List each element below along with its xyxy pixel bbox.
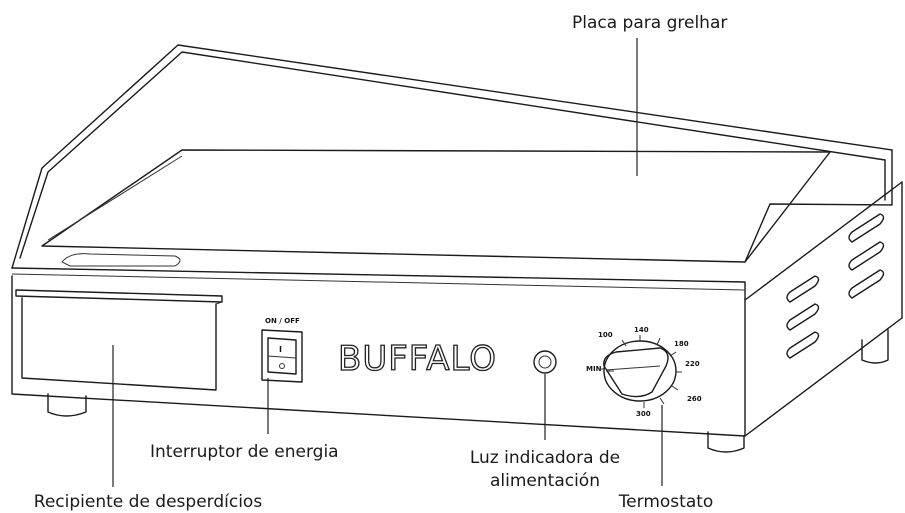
label-indicator-light-line2: alimentación [490, 471, 600, 491]
svg-text:I: I [279, 345, 282, 354]
indicator-light [533, 350, 557, 374]
power-switch: ON / OFF I [261, 317, 303, 383]
thermostat-mark-100: 100 [598, 331, 613, 339]
thermostat-min-label: MIN [586, 365, 602, 373]
side-vents [786, 213, 885, 359]
brand-logo: BUFFALO [338, 339, 497, 379]
thermostat-dial: MIN 100 140 180 220 260 300 [586, 326, 702, 418]
label-thermostat: Termostato [618, 492, 714, 512]
thermostat-mark-260: 260 [687, 395, 702, 403]
label-power-switch: Interruptor de energia [150, 442, 339, 462]
label-griddle-plate: Placa para grelhar [572, 13, 727, 33]
label-indicator-light-line1: Luz indicadora de [470, 448, 620, 468]
thermostat-mark-140: 140 [634, 326, 649, 334]
thermostat-mark-180: 180 [674, 340, 689, 348]
waste-drawer [15, 289, 223, 391]
switch-label: ON / OFF [265, 317, 300, 325]
label-waste-container: Recipiente de desperdícios [34, 492, 263, 512]
thermostat-mark-220: 220 [685, 360, 700, 368]
thermostat-mark-300: 300 [636, 410, 651, 418]
griddle-illustration [11, 44, 903, 453]
